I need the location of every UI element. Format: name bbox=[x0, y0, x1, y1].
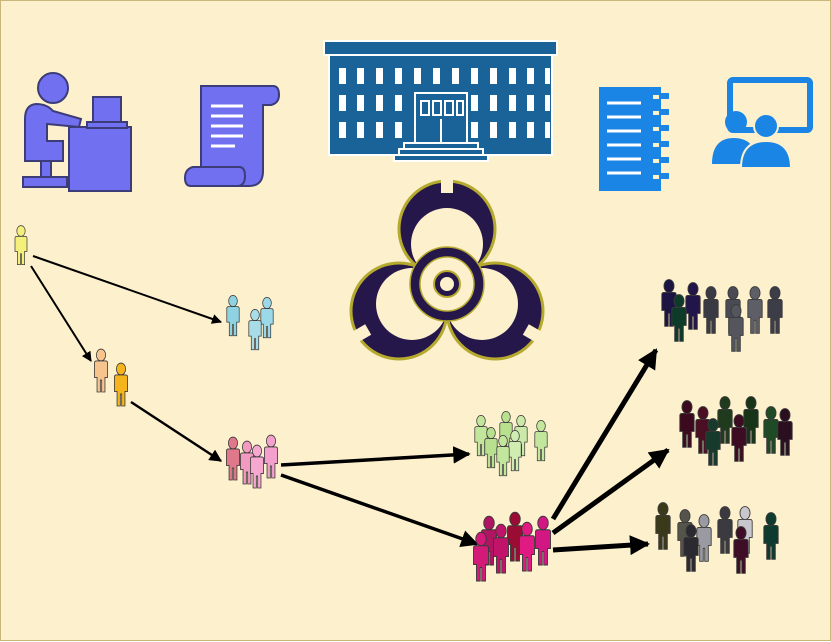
person-icon bbox=[473, 531, 489, 582]
person-icon bbox=[94, 348, 108, 393]
arrow-magenta-to-group-c bbox=[552, 535, 650, 556]
arrow-pink-to-green bbox=[280, 446, 471, 467]
group-gen1-light-blue bbox=[226, 295, 274, 351]
person-icon bbox=[685, 282, 701, 330]
computer-worker-icon bbox=[22, 72, 132, 192]
person-icon bbox=[493, 523, 509, 574]
person-icon bbox=[747, 286, 763, 334]
group-gen3-magenta bbox=[473, 511, 551, 582]
group-gen4-dark-red-green bbox=[679, 396, 793, 466]
arrow-p0-to-orange bbox=[30, 265, 92, 362]
person-icon bbox=[733, 526, 749, 574]
person-icon bbox=[260, 297, 274, 339]
arrow-magenta-to-group-a bbox=[550, 348, 659, 521]
person-icon bbox=[731, 414, 747, 462]
person-icon bbox=[114, 362, 128, 407]
group-gen4-olive-grey bbox=[655, 502, 779, 574]
person-icon bbox=[763, 512, 779, 560]
transmission-arrows bbox=[30, 255, 670, 556]
government-building-icon bbox=[323, 40, 558, 162]
group-gen2-pink bbox=[226, 434, 278, 489]
person-icon bbox=[679, 400, 695, 448]
person-icon bbox=[226, 295, 240, 337]
group-gen3-light-green bbox=[474, 411, 548, 477]
person-icon bbox=[696, 514, 712, 562]
scroll-document-icon bbox=[183, 85, 281, 187]
person-icon bbox=[534, 420, 548, 462]
arrow-orange-to-pink bbox=[130, 400, 223, 463]
group-gen1-orange bbox=[94, 348, 128, 407]
arrow-pink-to-magenta bbox=[280, 473, 479, 548]
person-icon bbox=[519, 521, 535, 572]
person-icon bbox=[655, 502, 671, 550]
person-icon bbox=[496, 435, 510, 477]
presentation-board-icon bbox=[712, 77, 813, 169]
person-icon bbox=[226, 436, 240, 481]
person-icon bbox=[671, 294, 687, 342]
person-icon bbox=[717, 506, 733, 554]
person-icon bbox=[683, 524, 699, 572]
person-icon bbox=[264, 434, 278, 479]
person-icon bbox=[703, 286, 719, 334]
person-icon bbox=[508, 430, 522, 472]
person-icon bbox=[14, 225, 28, 265]
arrow-magenta-to-group-b bbox=[551, 447, 670, 536]
person-icon bbox=[777, 408, 793, 456]
arrow-p0-to-blue bbox=[32, 255, 222, 324]
person-icon bbox=[250, 444, 264, 489]
notepad-icon bbox=[599, 87, 669, 191]
biohazard-icon bbox=[349, 179, 545, 361]
person-icon bbox=[484, 427, 498, 469]
group-gen4-dark-purple-grey bbox=[661, 279, 783, 352]
person-icon bbox=[763, 406, 779, 454]
person-icon bbox=[535, 515, 551, 566]
person-icon bbox=[728, 304, 744, 352]
person-icon bbox=[248, 309, 262, 351]
person-icon bbox=[767, 286, 783, 334]
person-icon bbox=[705, 418, 721, 466]
group-patient-zero bbox=[14, 225, 28, 265]
